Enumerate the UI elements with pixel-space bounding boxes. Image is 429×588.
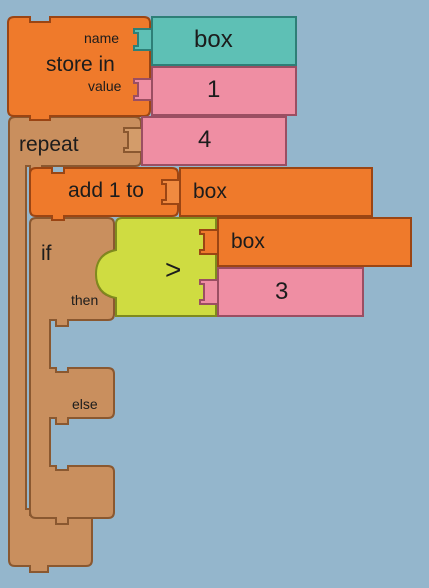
value-connector-icon [133, 78, 151, 101]
compare-right-connector-icon [199, 279, 218, 305]
if-label: if [41, 242, 52, 265]
repeat-count-slot[interactable] [141, 116, 287, 166]
else-label: else [72, 396, 98, 412]
repeat-block[interactable] [8, 116, 142, 573]
name-value: box [194, 26, 233, 53]
compare-right-value: 3 [275, 278, 289, 305]
compare-block[interactable] [94, 217, 218, 317]
compare-right-slot[interactable] [217, 267, 364, 317]
name-label: name [84, 30, 120, 46]
store-in-block[interactable] [7, 16, 151, 121]
compare-left-value: box [231, 230, 265, 253]
repeat-label: repeat [19, 133, 79, 156]
value-slot[interactable] [151, 66, 297, 116]
repeat-count-value: 4 [198, 126, 212, 153]
compare-left-connector-icon [199, 229, 218, 255]
then-label: then [71, 292, 99, 308]
store-in-label: store in [46, 53, 115, 76]
value-label: value [88, 78, 122, 94]
name-connector-icon [133, 28, 151, 51]
name-slot[interactable] [151, 16, 297, 66]
value-value: 1 [207, 76, 221, 103]
add-one-label: add 1 to [68, 179, 144, 202]
add-target-value: box [193, 180, 227, 203]
compare-operator: > [165, 254, 182, 285]
add-target-connector-icon [161, 179, 180, 205]
add-target-slot[interactable] [179, 167, 373, 217]
add-one-block[interactable] [29, 167, 180, 221]
compare-left-slot[interactable] [217, 217, 412, 267]
